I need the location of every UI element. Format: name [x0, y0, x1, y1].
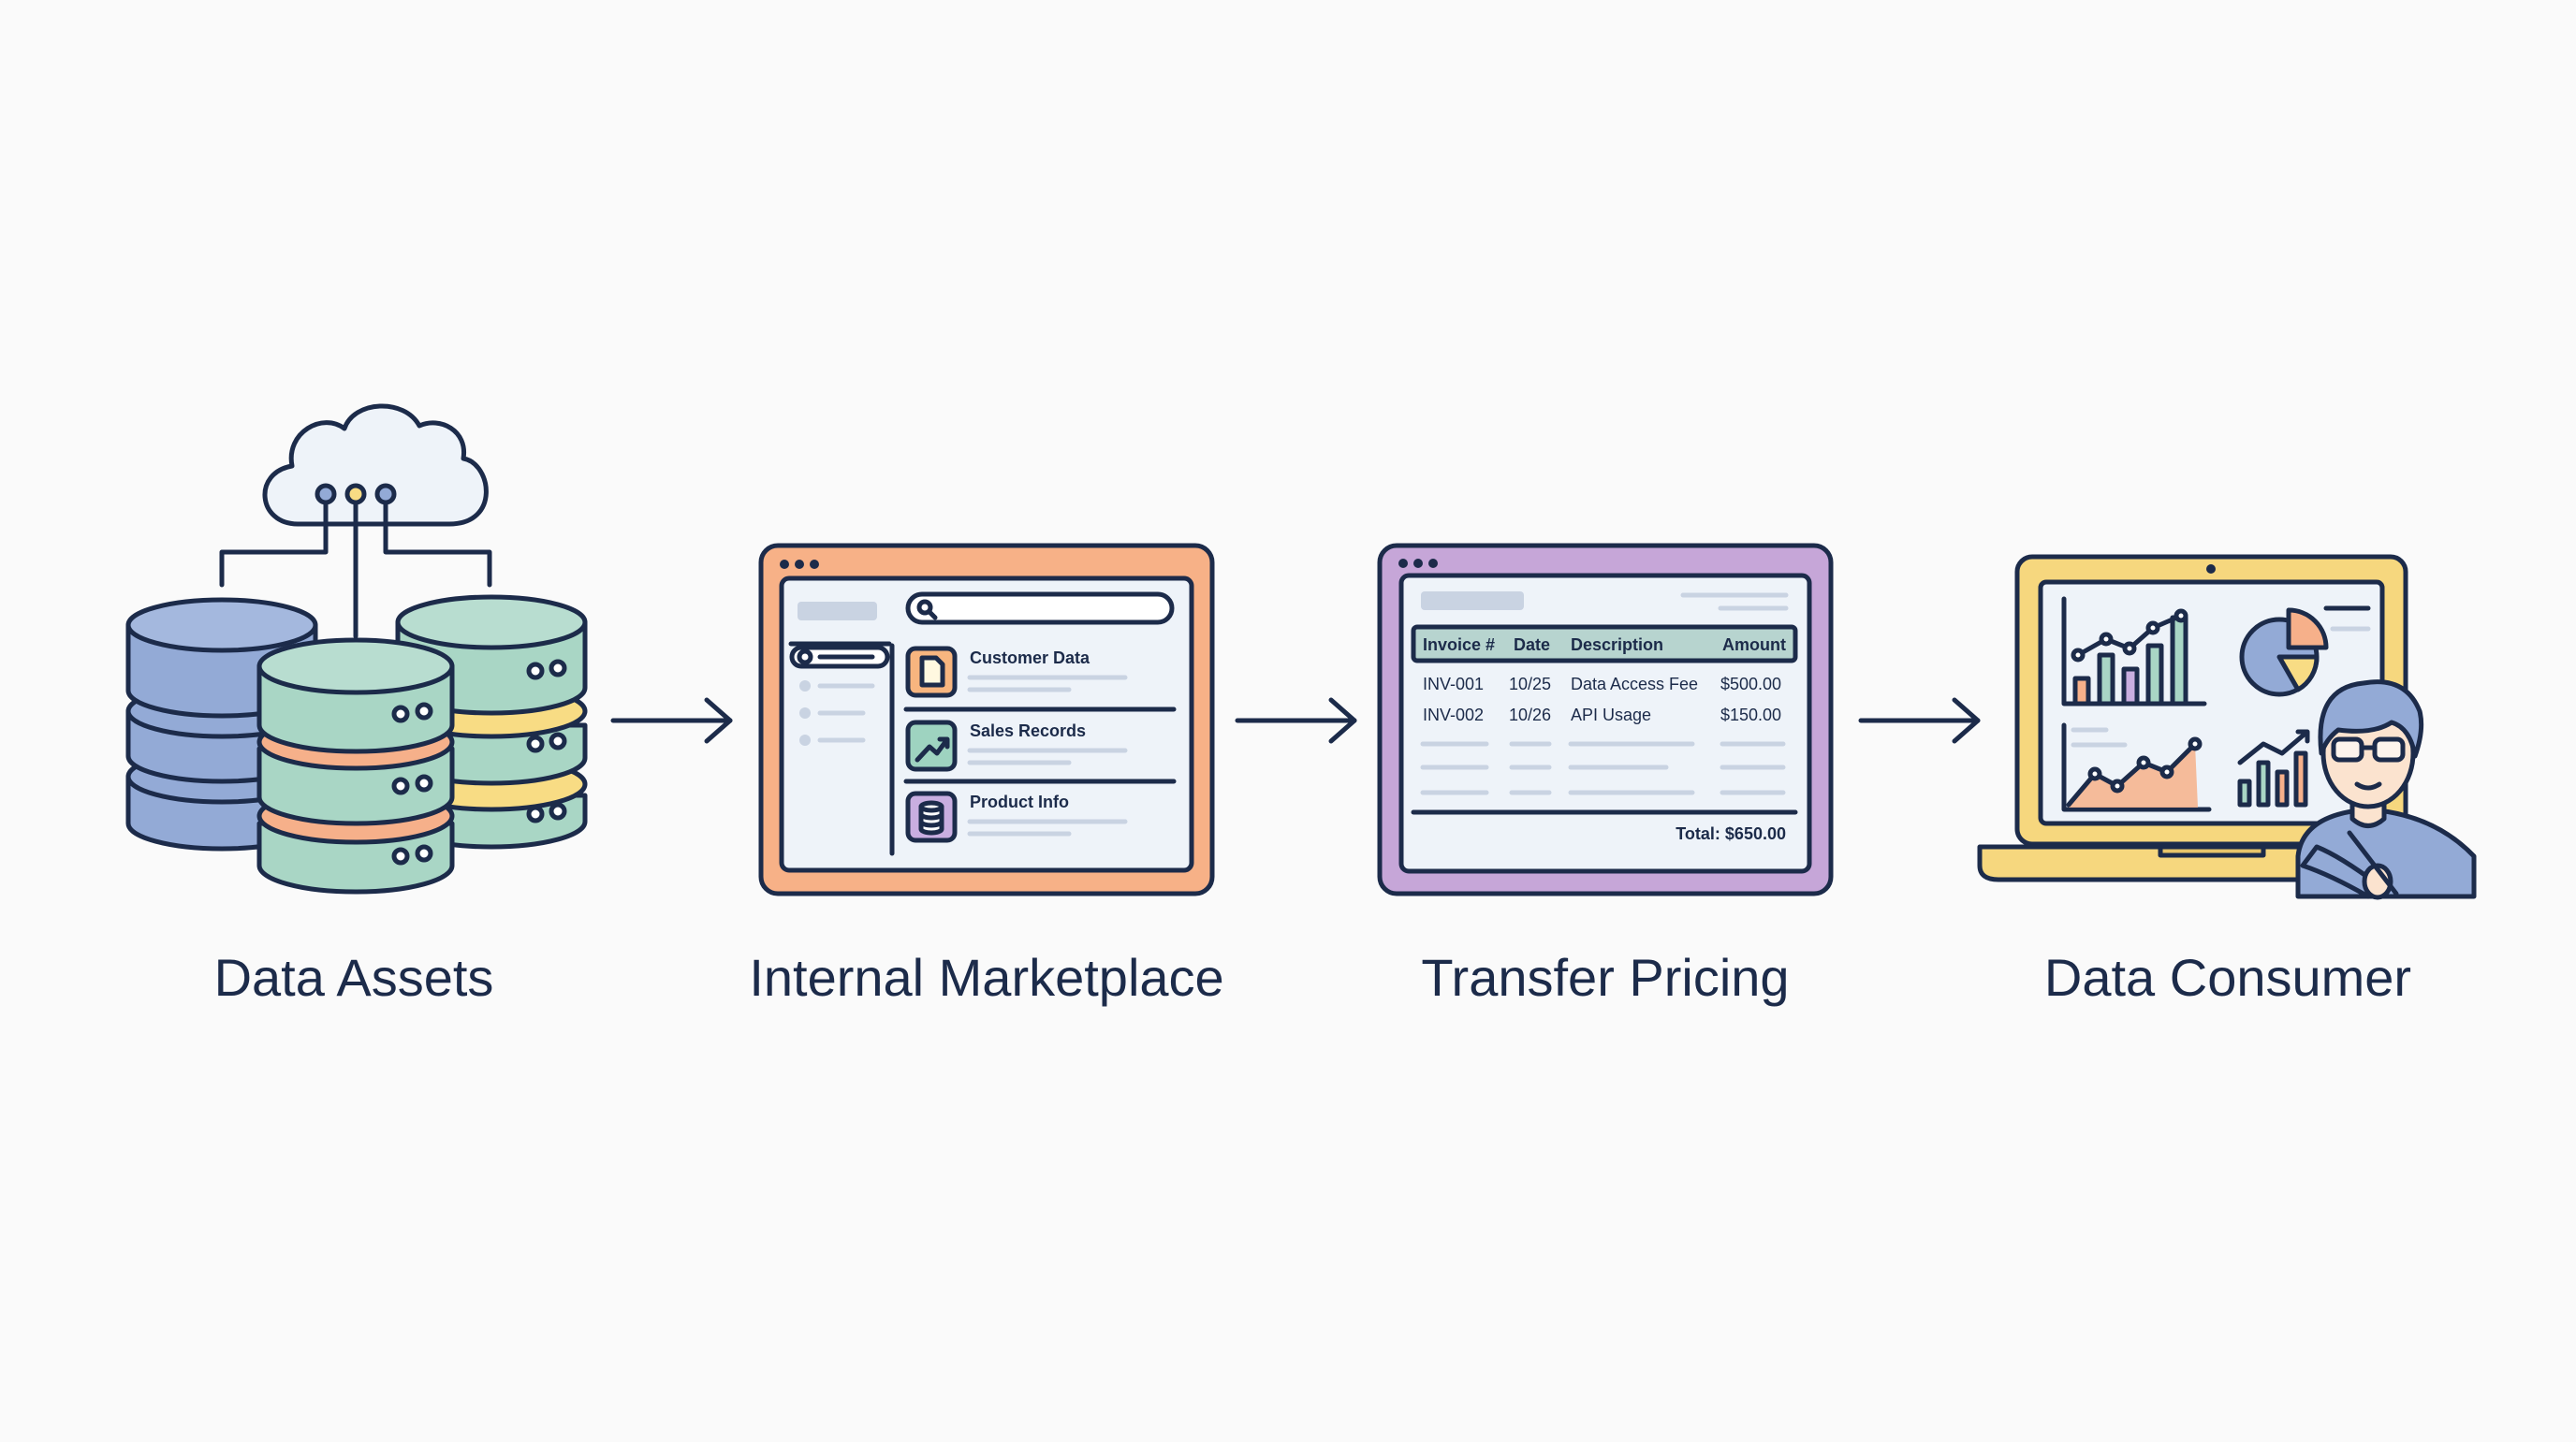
invoice-table: Invoice # Date Description Amount INV-00…: [1411, 624, 1798, 843]
connector-wire: [219, 500, 329, 588]
step-label-data-consumer: Data Consumer: [2043, 948, 2412, 1007]
svg-text:API Usage: API Usage: [1571, 706, 1651, 724]
window-dot: [795, 560, 804, 569]
cloud-icon: [262, 403, 489, 527]
marketplace-sidebar: [788, 602, 895, 856]
dashboard-bar-line-chart: [2061, 596, 2207, 706]
dashboard-small-bar-chart: [2237, 729, 2310, 808]
search-icon: [916, 599, 933, 616]
svg-text:$150.00: $150.00: [1720, 706, 1781, 724]
svg-text:Data Access Fee: Data Access Fee: [1571, 675, 1698, 693]
window-dot: [1428, 559, 1438, 568]
trend-chart-icon: [915, 736, 950, 763]
marketplace-item-customer-data: Customer Data: [903, 646, 1177, 712]
arrow-2: [1235, 697, 1357, 744]
table-row: INV-001 10/25 Data Access Fee $500.00: [1423, 675, 1781, 693]
connector-wire: [383, 500, 492, 588]
data-consumer-illustration: [1977, 554, 2477, 900]
svg-text:$500.00: $500.00: [1720, 675, 1781, 693]
step-label-data-assets: Data Assets: [213, 948, 494, 1007]
item-label: Product Info: [970, 793, 1069, 811]
table-row: INV-002 10/26 API Usage $150.00: [1423, 706, 1781, 724]
marketplace-item-product-info: Product Info: [905, 791, 1128, 843]
invoice-total: Total: $650.00: [1676, 824, 1786, 843]
marketplace-search: [905, 591, 1175, 625]
svg-text:10/26: 10/26: [1509, 706, 1551, 724]
svg-text:10/25: 10/25: [1509, 675, 1551, 693]
glasses-icon: [2331, 736, 2406, 763]
database-icon: [918, 800, 944, 836]
document-icon: [919, 655, 945, 688]
database-stack-front: [256, 637, 455, 895]
step-label-transfer-pricing: Transfer Pricing: [1421, 948, 1790, 1007]
arrow-3: [1858, 697, 1981, 744]
column-header: Amount: [1722, 635, 1786, 654]
marketplace-window: Customer Data Sales Records Product Info: [758, 543, 1215, 896]
svg-text:INV-001: INV-001: [1423, 675, 1484, 693]
column-header: Invoice #: [1423, 635, 1495, 654]
connector-dot: [374, 483, 397, 505]
step-label-internal-marketplace: Internal Marketplace: [749, 948, 1224, 1007]
svg-text:INV-002: INV-002: [1423, 706, 1484, 724]
connector-dot: [315, 483, 337, 505]
data-assets-illustration: [125, 403, 588, 895]
dashboard-area-chart: [2061, 722, 2212, 812]
item-label: Sales Records: [970, 721, 1086, 740]
marketplace-item-sales-records: Sales Records: [903, 720, 1177, 784]
window-dot: [1398, 559, 1408, 568]
transfer-pricing-window: Invoice # Date Description Amount INV-00…: [1377, 543, 1834, 896]
window-dot: [780, 560, 789, 569]
window-dot: [1413, 559, 1423, 568]
connector-dot: [344, 483, 367, 505]
column-header: Date: [1514, 635, 1550, 654]
placeholder-rows: [1420, 741, 1786, 795]
window-dot: [810, 560, 819, 569]
item-label: Customer Data: [970, 648, 1090, 667]
dashboard-pie-chart: [2239, 605, 2371, 697]
person-avatar: [2295, 679, 2477, 900]
column-header: Description: [1571, 635, 1663, 654]
arrow-1: [610, 697, 733, 744]
